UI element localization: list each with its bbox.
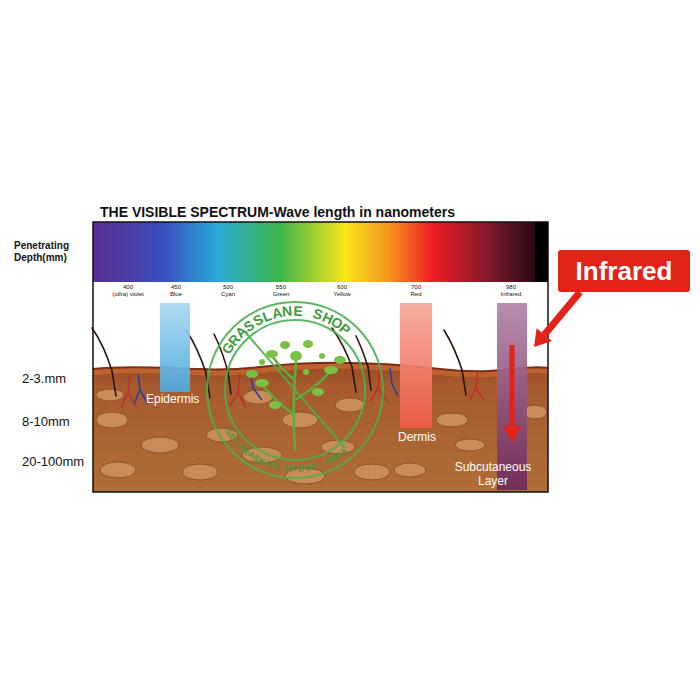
tick-label: 400 bbox=[103, 284, 153, 290]
tick-label: Cyan bbox=[203, 291, 253, 297]
tick-label: Yellow bbox=[317, 291, 367, 297]
watermark-letter: E bbox=[293, 304, 303, 318]
tick-label: 550 bbox=[256, 284, 306, 290]
tick-label: 500 bbox=[203, 284, 253, 290]
callout-box: Infrared bbox=[558, 250, 690, 292]
tick-label: 600 bbox=[317, 284, 367, 290]
watermark-letter bbox=[305, 305, 311, 319]
title: THE VISIBLE SPECTRUM-Wave length in nano… bbox=[100, 204, 455, 220]
watermark-text: GRASSLANE SHOP bbox=[196, 291, 394, 489]
tick-label: Red bbox=[391, 291, 441, 297]
tick-label: 980 bbox=[486, 284, 536, 290]
watermark-letter: I bbox=[293, 464, 296, 473]
axis-label: Penetrating Depth(mm) bbox=[14, 240, 92, 263]
watermark-letter: N bbox=[271, 461, 280, 471]
watermark-letter: N bbox=[282, 304, 293, 319]
layer-label: Subcutaneous Layer bbox=[450, 461, 536, 489]
watermark-letter: H bbox=[284, 464, 291, 474]
tick-label: Blue bbox=[151, 291, 201, 297]
watermark-text: SELARASKAN HIDUP ANDA bbox=[196, 291, 394, 489]
watermark-letter: P bbox=[310, 462, 318, 472]
tick-label: Green bbox=[256, 291, 306, 297]
layer-label: Dermis bbox=[398, 431, 448, 445]
callout-text: Infrared bbox=[576, 256, 673, 287]
layer-label: Epidermis bbox=[146, 393, 204, 407]
depth-label: 2-3.mm bbox=[22, 372, 92, 387]
tick-label: Infrared bbox=[486, 291, 536, 297]
watermark-letter bbox=[279, 463, 283, 472]
tick-label: 700 bbox=[391, 284, 441, 290]
depth-label: 8-10mm bbox=[22, 415, 92, 430]
tick-label: 450 bbox=[151, 284, 201, 290]
tick-label: (utlra) violet bbox=[103, 291, 153, 297]
depth-label: 20-100mm bbox=[22, 455, 92, 470]
